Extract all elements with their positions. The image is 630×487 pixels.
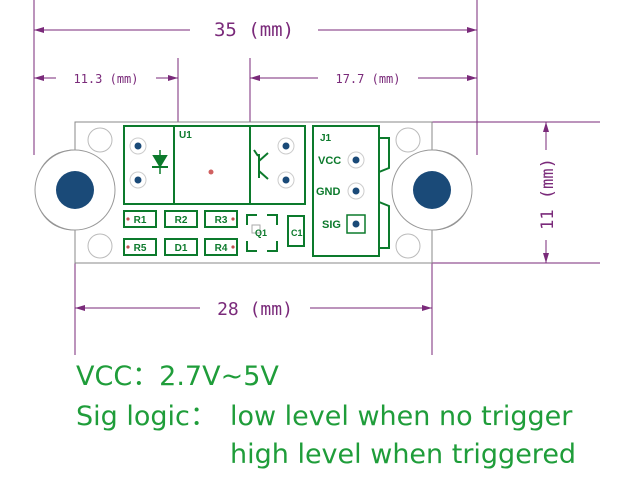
mounting-hole-right bbox=[391, 149, 473, 231]
u1-component bbox=[123, 125, 306, 205]
j1-connector bbox=[312, 125, 390, 257]
spec-sig-label: Sig logic： bbox=[76, 401, 217, 432]
solder-pads bbox=[87, 127, 421, 259]
resistor-pads bbox=[126, 217, 235, 249]
j1-pins bbox=[346, 151, 366, 234]
dimension-hole-spacing: 28 (mm) bbox=[217, 299, 293, 320]
q1-component bbox=[246, 214, 278, 252]
spec-sig-low: low level when no trigger bbox=[230, 401, 573, 432]
silk-r4: R4 bbox=[215, 243, 228, 254]
silk-r2: R2 bbox=[175, 215, 188, 226]
led-symbol-icon bbox=[152, 150, 168, 174]
silk-r1: R1 bbox=[134, 215, 147, 226]
pin-label-vcc: VCC bbox=[318, 155, 341, 167]
dimension-height: 11 (mm) bbox=[538, 158, 558, 230]
resistor-row-bottom bbox=[123, 238, 238, 256]
u1-center-marker bbox=[208, 169, 214, 175]
j1-label: J1 bbox=[320, 133, 332, 144]
silk-c1: C1 bbox=[291, 228, 303, 238]
c1-component bbox=[287, 215, 305, 247]
resistor-row-top bbox=[123, 210, 238, 228]
spec-vcc: VCC：2.7V~5V bbox=[76, 361, 279, 392]
silk-q1: Q1 bbox=[255, 228, 267, 238]
u1-pins bbox=[129, 137, 295, 189]
dimension-left-offset: 11.3 (mm) bbox=[73, 72, 138, 86]
dimension-right-offset: 17.7 (mm) bbox=[335, 72, 400, 86]
u1-label: U1 bbox=[179, 130, 192, 141]
phototransistor-symbol-icon bbox=[253, 149, 269, 180]
mounting-hole-left bbox=[34, 149, 116, 231]
silk-r5: R5 bbox=[134, 243, 147, 254]
silk-d1: D1 bbox=[175, 243, 188, 254]
dimension-total-width: 35 (mm) bbox=[214, 19, 294, 41]
pin-label-gnd: GND bbox=[316, 186, 341, 198]
dimension-arrows bbox=[34, 27, 549, 311]
silk-r3: R3 bbox=[215, 215, 228, 226]
spec-sig-high: high level when triggered bbox=[230, 439, 577, 470]
pin-label-sig: SIG bbox=[322, 219, 341, 231]
